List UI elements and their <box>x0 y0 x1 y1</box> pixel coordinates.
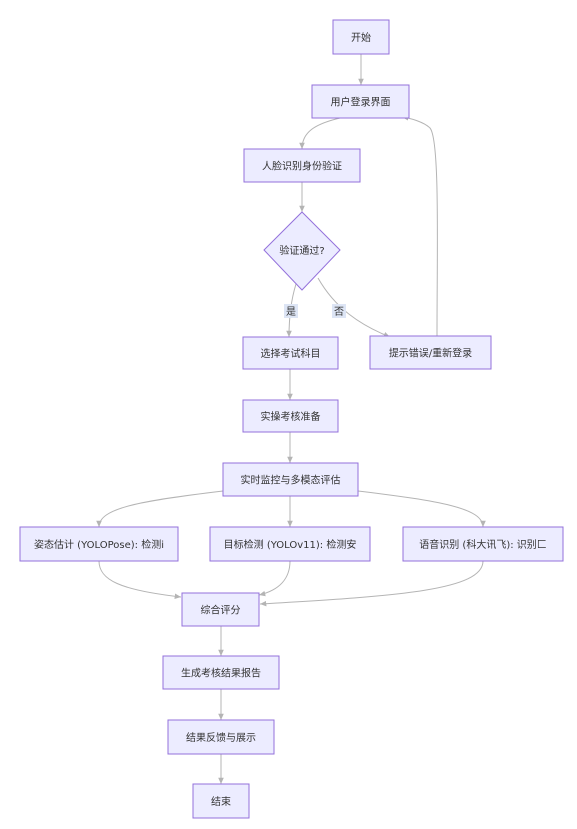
node-subject-label: 选择考试科目 <box>261 347 321 360</box>
edge-monitor-speech <box>357 490 486 528</box>
node-prepare-label: 实操考核准备 <box>261 410 321 423</box>
edges <box>96 54 486 784</box>
node-report[interactable]: 生成考核结果报告 <box>162 655 280 690</box>
edge-label-no-text: 否 <box>334 306 344 318</box>
node-score-label: 综合评分 <box>201 604 241 617</box>
edge-login-face <box>299 117 341 150</box>
node-login[interactable]: 用户登录界面 <box>311 84 410 119</box>
node-start[interactable]: 开始 <box>332 19 390 55</box>
node-monitor-label: 实时监控与多模态评估 <box>241 474 341 487</box>
edge-label-yes: 是 <box>284 304 298 318</box>
node-score[interactable]: 综合评分 <box>181 592 260 627</box>
node-face[interactable]: 人脸识别身份验证 <box>243 148 361 183</box>
node-verify-label: 验证通过? <box>279 244 324 257</box>
edge-label-yes-text: 是 <box>286 306 296 318</box>
node-speech[interactable]: 语音识别 (科大讯飞): 识别匚 <box>402 526 564 562</box>
node-subject[interactable]: 选择考试科目 <box>242 336 339 370</box>
node-report-label: 生成考核结果报告 <box>181 667 261 680</box>
node-pose[interactable]: 姿态估计 (YOLOPose): 检测i <box>19 526 179 562</box>
node-error-label: 提示错误/重新登录 <box>389 347 472 360</box>
node-face-label: 人脸识别身份验证 <box>262 160 342 173</box>
node-error[interactable]: 提示错误/重新登录 <box>369 335 492 370</box>
edge-error-login <box>401 115 438 337</box>
node-prepare[interactable]: 实操考核准备 <box>242 399 339 433</box>
node-end-label: 结束 <box>211 795 231 808</box>
edge-monitor-pose <box>96 490 224 528</box>
edge-speech-score <box>259 560 484 607</box>
edge-object-score <box>258 560 291 597</box>
node-start-label: 开始 <box>351 31 371 44</box>
node-verify[interactable]: 验证通过? <box>263 211 341 291</box>
node-pose-label: 姿态估计 (YOLOPose): 检测i <box>34 538 164 551</box>
node-speech-label: 语音识别 (科大讯飞): 识别匚 <box>419 538 547 551</box>
edge-label-no: 否 <box>332 304 346 318</box>
edge-verify-error <box>317 277 391 338</box>
node-monitor[interactable]: 实时监控与多模态评估 <box>222 462 359 497</box>
edge-pose-score <box>98 560 182 600</box>
node-feedback-label: 结果反馈与展示 <box>186 731 256 744</box>
node-object-label: 目标检测 (YOLOv11): 检测安 <box>224 538 357 551</box>
node-end[interactable]: 结束 <box>192 783 250 819</box>
node-feedback[interactable]: 结果反馈与展示 <box>167 719 275 755</box>
node-login-label: 用户登录界面 <box>331 96 391 109</box>
node-object[interactable]: 目标检测 (YOLOv11): 检测安 <box>209 526 371 562</box>
